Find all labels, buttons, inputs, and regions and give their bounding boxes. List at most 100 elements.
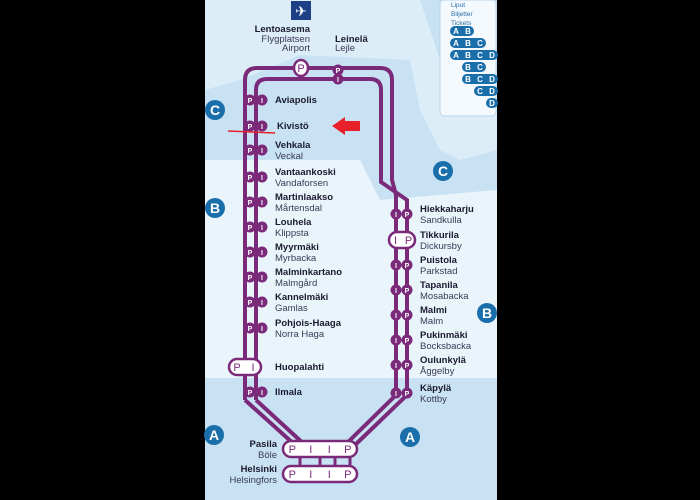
marker-p: [244, 221, 256, 233]
zone-badge-label: C: [438, 163, 448, 179]
ticket-zone-D: D: [489, 75, 495, 84]
marker-i: [390, 284, 402, 296]
station-name-sv: Malmgård: [275, 278, 317, 289]
station-name-sv: Lejle: [335, 43, 355, 54]
ticket-zone-A: A: [453, 51, 459, 60]
zone-badge-B: [205, 198, 225, 218]
ticket-zone-B: B: [465, 63, 471, 72]
marker-i-label: I: [261, 200, 263, 207]
ticket-pill: [474, 86, 498, 96]
terminal-0-label: I: [309, 444, 312, 456]
marker-i: [390, 309, 402, 321]
marker-p-label: P: [405, 288, 410, 295]
marker-i: [390, 334, 402, 346]
station-name: Lentoasema: [255, 24, 311, 35]
station-name-sv: Bocksbacka: [420, 341, 472, 352]
marker-p: [244, 171, 256, 183]
marker-p: [244, 196, 256, 208]
station-name-sv: Myrbacka: [275, 253, 317, 264]
marker-p: [401, 387, 413, 399]
station-name: Oulunkylä: [420, 355, 467, 366]
ticket-zone-C: C: [477, 75, 483, 84]
marker-i-label: I: [395, 363, 397, 370]
marker-p: [244, 296, 256, 308]
marker-i-label: I: [261, 124, 263, 131]
marker-p-label: P: [248, 390, 253, 397]
terminal-1-label: I: [309, 469, 312, 481]
station-name-sv: Parkstad: [420, 266, 458, 277]
marker-i-label: I: [261, 326, 263, 333]
marker-i-label: I: [261, 275, 263, 282]
station-name-sv: Kottby: [420, 394, 447, 405]
marker-p: [244, 386, 256, 398]
station-name-sv: Åggelby: [420, 366, 455, 377]
marker-p-label: P: [405, 313, 410, 320]
airplane-glyph: ✈: [295, 3, 307, 19]
marker-p-label: P: [336, 68, 341, 75]
marker-i-label: I: [395, 338, 397, 345]
ticket-zone-B: B: [465, 51, 471, 60]
marker-p-label: P: [248, 148, 253, 155]
marker-p-label: P: [405, 263, 410, 270]
station-name-sv: Norra Haga: [275, 329, 325, 340]
station-name: Hiekkaharju: [420, 204, 474, 215]
marker-p: [401, 334, 413, 346]
marker-i-label: I: [261, 175, 263, 182]
huopalahti-interchange: [227, 357, 263, 377]
station-name: Vantaankoski: [275, 167, 336, 178]
marker-p: [401, 309, 413, 321]
highlight-underline: [227, 130, 276, 134]
station-name-sv: Sandkulla: [420, 215, 462, 226]
station-name-sv: Helsingfors: [229, 475, 277, 486]
station-name: Puistola: [420, 255, 458, 266]
ticket-zone-C: C: [477, 39, 483, 48]
station-name-sv: Malm: [420, 316, 443, 327]
terminal-1-label: I: [328, 469, 331, 481]
marker-p-label: P: [405, 363, 410, 370]
station-name: Pukinmäki: [420, 330, 468, 341]
ticket-pill: [486, 98, 498, 108]
station-name: Kannelmäki: [275, 292, 328, 303]
terminal-0: [281, 439, 359, 459]
ticket-zone-C: C: [477, 63, 483, 72]
station-name: Aviapolis: [275, 95, 317, 106]
huopalahti-interchange-label: P: [233, 362, 240, 374]
marker-p: [244, 120, 256, 132]
station-name: Leinelä: [335, 34, 368, 45]
marker-p: [401, 359, 413, 371]
ticket-pill: [450, 26, 474, 36]
marker-i: [256, 221, 268, 233]
marker-i-label: I: [261, 250, 263, 257]
station-name: Kivistö: [277, 121, 309, 132]
ticket-zone-C: C: [477, 51, 483, 60]
station-name-sv: Böle: [258, 450, 277, 461]
terminal-0-label: P: [289, 444, 296, 456]
station-name: Myyrmäki: [275, 242, 319, 253]
station-name-en: Airport: [282, 43, 310, 54]
marker-p: [244, 322, 256, 334]
track-inner: [254, 77, 409, 447]
marker-i-label: I: [261, 148, 263, 155]
ticket-legend-title: Liput: [451, 2, 465, 9]
tikkurila-interchange: [387, 230, 417, 250]
ticket-zone-A: A: [453, 27, 459, 36]
marker-i: [256, 120, 268, 132]
marker-i: [256, 322, 268, 334]
marker-i-label: I: [261, 225, 263, 232]
station-name-sv: Flygplatsen: [261, 34, 310, 45]
ticket-pill: [450, 38, 486, 48]
zone-badge-label: A: [209, 427, 219, 443]
marker-i: [390, 208, 402, 220]
tikkurila-interchange-label: I: [394, 235, 397, 247]
zone-badge-C: [205, 100, 225, 120]
terminal-1: [281, 464, 359, 484]
zone-badge-C: [433, 161, 453, 181]
zone-b-area: [205, 160, 497, 378]
ticket-pill: [450, 50, 498, 60]
marker-i-label: I: [395, 212, 397, 219]
marker-p: [401, 208, 413, 220]
marker-i-label: I: [261, 300, 263, 307]
marker-i: [256, 296, 268, 308]
station-name: Käpylä: [420, 383, 452, 394]
marker-i-label: I: [261, 390, 263, 397]
